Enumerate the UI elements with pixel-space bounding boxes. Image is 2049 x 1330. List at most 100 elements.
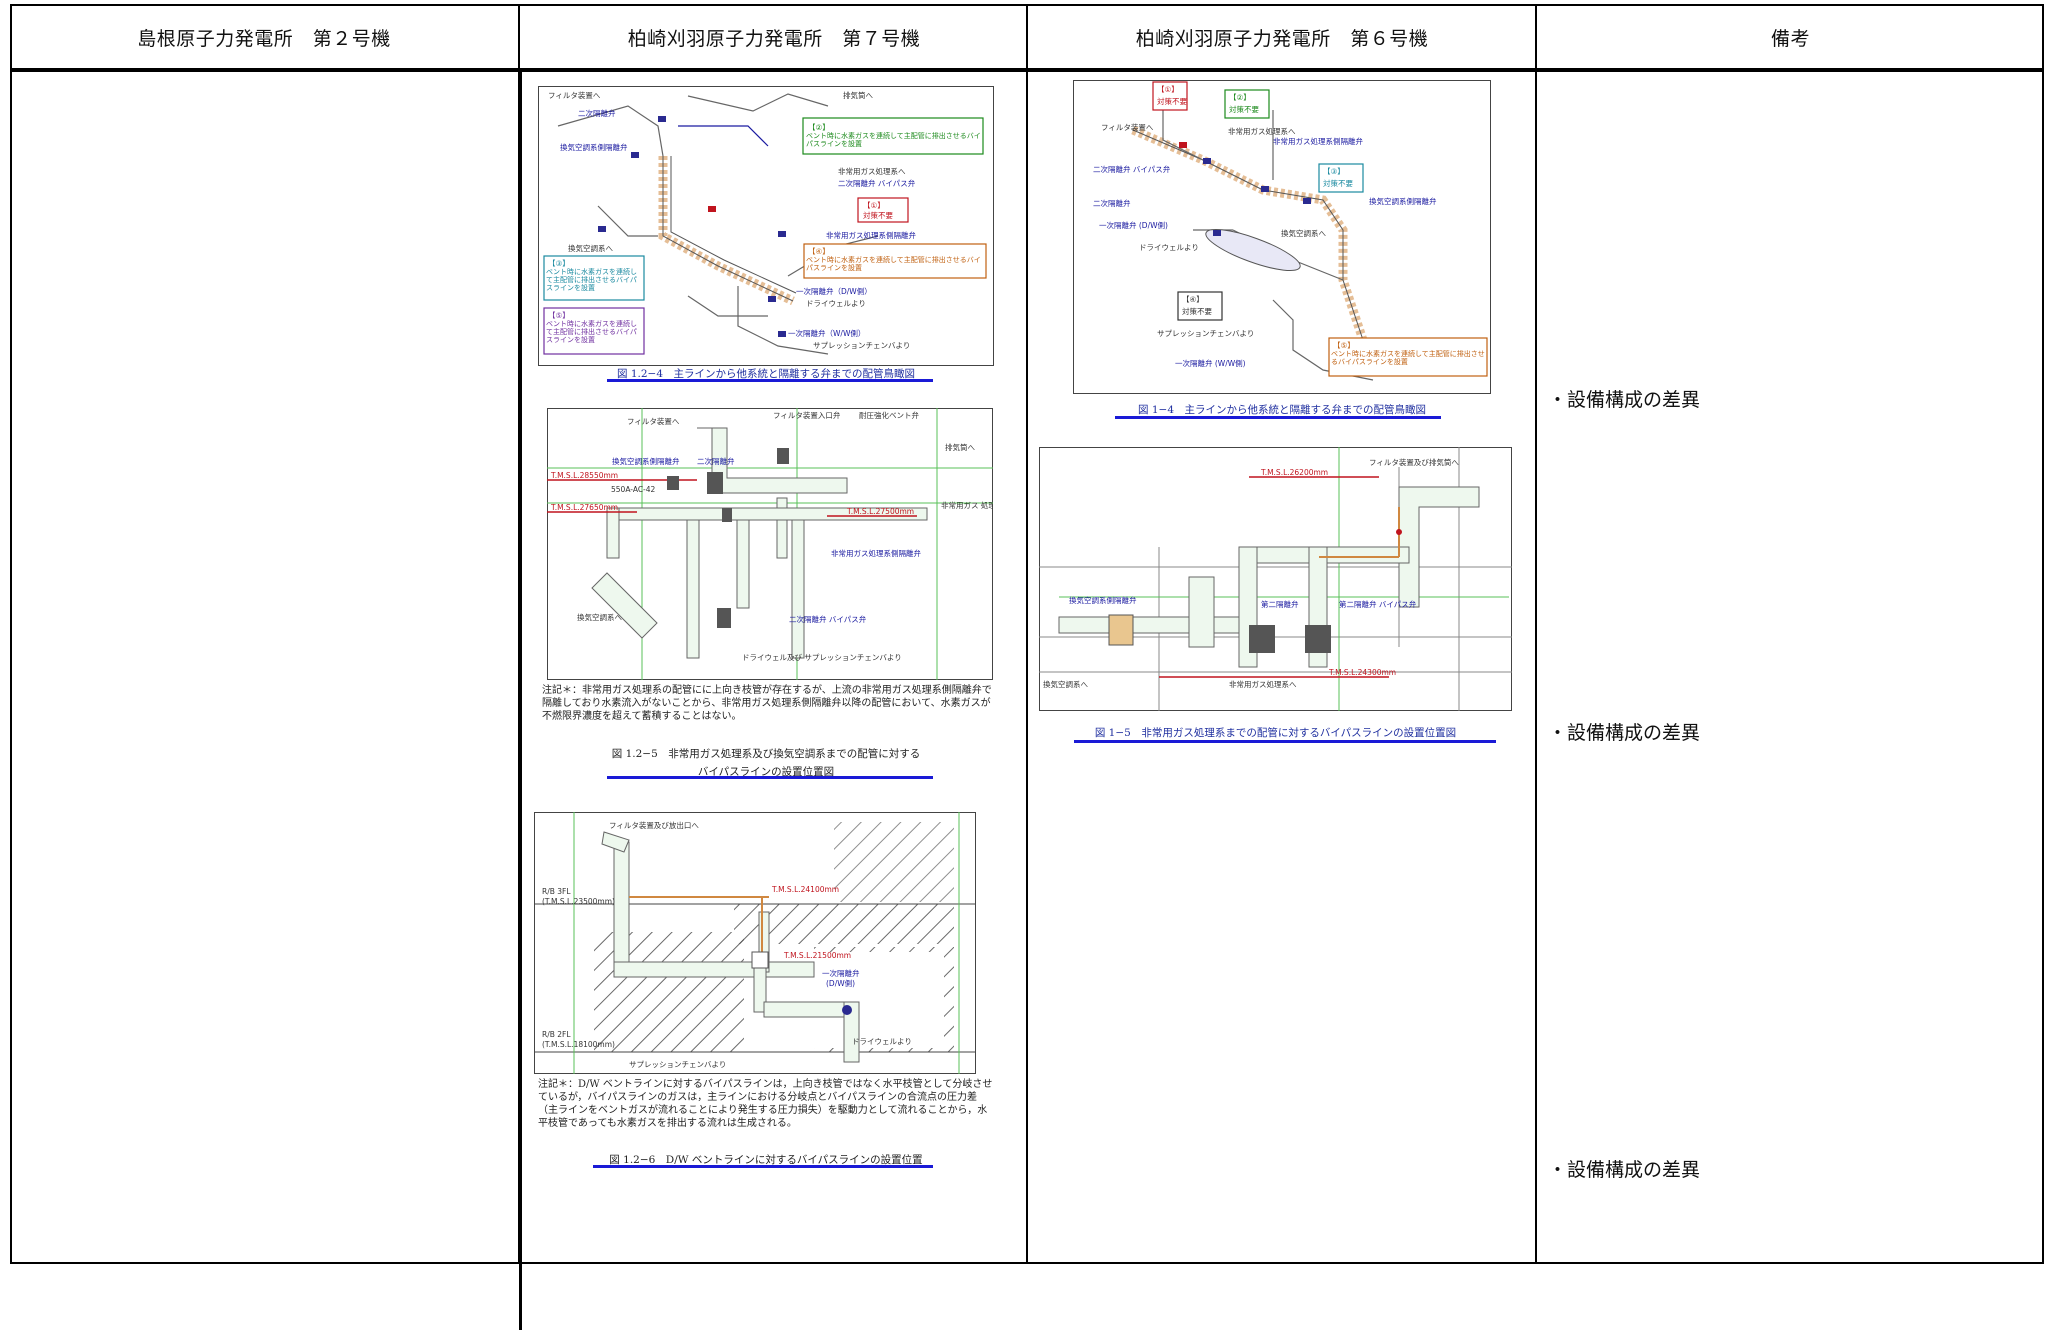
label-sgts: 非常用ガス処理系へ: [1228, 126, 1296, 136]
label-filter-exhaust: フィルタ装置及び排気筒へ: [1369, 457, 1459, 467]
caption-fig-1-4: 図 1−4 主ラインから他系統と隔離する弁までの配管鳥瞰図: [1138, 404, 1426, 416]
box-purple-title: 【⑤】: [548, 311, 570, 320]
caption-underline: [607, 776, 933, 779]
column-divider: [1026, 4, 1028, 1264]
caption-fig-1-2-6: 図 1.2−6 D/W ベントラインに対するバイパスラインの設置位置: [609, 1154, 923, 1166]
box-orange-text: ベント時に水素ガスを連続して主配管に排出させるバイパスラインを設置: [1331, 350, 1485, 366]
label-primary-isolation-side: (D/W側): [826, 978, 855, 988]
figure-kk6-sgts-bypass: フィルタ装置及び排気筒へ T.M.S.L.26200mm 換気空調系側隔離弁 第…: [1039, 447, 1512, 711]
box-cyan-text: 対策不要: [1323, 178, 1353, 188]
figure-kk6-piping-isometric: 【①】 対策不要 【②】 対策不要 【③】 対策不要 【④】 対策不要 【⑤】 …: [1073, 80, 1491, 394]
box-cyan-text: ベント時に水素ガスを連続して主配管に排出させるバイパスラインを設置: [546, 268, 637, 292]
label-secondary-isolation: 二次隔離弁: [578, 108, 616, 118]
label-tmsl-2: T.M.S.L.24300mm: [1328, 668, 1396, 677]
label-hvac-isolation: 換気空調系側隔離弁: [612, 456, 680, 466]
note-fig-1-2-6: 注記＊：D/W ベントラインに対するバイパスラインは，上向き枝管ではなく水平枝管…: [538, 1079, 993, 1129]
label-tmsl-2: T.M.S.L.21500mm: [783, 951, 851, 960]
label-filter: フィルタ装置へ: [627, 416, 680, 426]
label-pipe-size: 550A-AC-42: [611, 485, 656, 494]
box-orange-title: 【⑤】: [1333, 341, 1355, 350]
caption-fig-1-2-5-line2: バイパスラインの設置位置図: [697, 766, 835, 778]
label-filter: フィルタ装置へ: [548, 90, 601, 100]
remark-1: ・設備構成の差異: [1548, 389, 1701, 411]
caption-underline: [1115, 416, 1441, 419]
header-shimane-2: 島根原子力発電所 第２号機: [137, 27, 391, 50]
figure-kk7-piping-isometric: フィルタ装置へ 排気筒へ 二次隔離弁 換気空調系側隔離弁 換気空調系へ 非常用ガ…: [538, 86, 994, 366]
figure-kk7-sgts-bypass: フィルタ装置へ フィルタ装置入口弁 耐圧強化ベント弁 排気筒へ 換気空調系側隔離…: [547, 408, 993, 680]
label-tmsl-2: T.M.S.L.27650mm: [550, 503, 618, 512]
label-from-suppression: サプレッションチェンバより: [629, 1060, 726, 1069]
box-red-text: 対策不要: [1157, 96, 1187, 106]
column-divider-thick: [519, 70, 522, 1330]
label-hvac: 換気空調系へ: [1043, 679, 1088, 689]
label-sgts-isolation: 非常用ガス処理系側隔離弁: [831, 548, 921, 558]
label-hvac: 換気空調系へ: [577, 612, 622, 622]
caption-fig-1-5: 図 1−5 非常用ガス処理系までの配管に対するバイパスラインの設置位置図: [1094, 727, 1457, 739]
box-green-title: 【②】: [808, 123, 830, 132]
label-secondary-isolation: 二次隔離弁: [1093, 198, 1131, 208]
label-primary-ww: 一次隔離弁（W/W側）: [788, 328, 865, 338]
label-rb2fl: R/B 2FL: [542, 1030, 571, 1039]
box-red-title: 【①】: [863, 201, 885, 210]
label-primary-isolation: 一次隔離弁 (D/W側): [1099, 220, 1168, 230]
label-from-suppression: サプレッションチェンバより: [813, 341, 910, 350]
box-orange-text: ベント時に水素ガスを連続して主配管に排出させるバイパスラインを設置: [806, 256, 981, 272]
box-red-title: 【①】: [1157, 85, 1179, 94]
figure-kk7-dw-bypass: フィルタ装置及び放出口へ R/B 3FL (T.M.S.L.23500mm) T…: [534, 812, 976, 1074]
label-from-drywell: ドライウェルより: [1139, 243, 1199, 252]
label-exhaust: 排気筒へ: [945, 442, 975, 452]
label-filter-outlet: フィルタ装置及び放出口へ: [609, 820, 699, 830]
label-sgts-isolation: 非常用ガス処理系側隔離弁: [1273, 136, 1363, 146]
label-secondary-bypass: 二次隔離弁 バイパス弁: [1093, 164, 1171, 174]
box-cyan-title: 【③】: [548, 259, 570, 268]
box-orange-title: 【④】: [808, 247, 830, 256]
caption-underline: [1074, 740, 1496, 743]
label-hvac-isolation: 換気空調系側隔離弁: [1369, 196, 1437, 206]
caption-underline: [607, 379, 933, 382]
label-exhaust-stack: 排気筒へ: [843, 90, 873, 100]
box-cyan-title: 【③】: [1323, 167, 1345, 176]
label-pressure-vent: 耐圧強化ベント弁: [859, 410, 919, 420]
label-rb3fl-level: (T.M.S.L.23500mm): [542, 897, 615, 906]
table-header: 島根原子力発電所 第２号機 柏崎刈羽原子力発電所 第７号機 柏崎刈羽原子力発電所…: [10, 4, 2044, 70]
label-from-suppression: サプレッションチェンバより: [1157, 329, 1254, 338]
label-sgts-isolation: 非常用ガス処理系側隔離弁: [826, 230, 916, 240]
label-hvac: 換気空調系へ: [568, 243, 613, 253]
label-secondary-isolation: 第二隔離弁: [1261, 599, 1299, 609]
box-red-text: 対策不要: [863, 210, 893, 220]
label-secondary-bypass: 二次隔離弁 バイパス弁: [838, 178, 916, 188]
header-kk-7: 柏崎刈羽原子力発電所 第７号機: [627, 27, 921, 50]
label-sgts: 非常用ガス処理系へ: [838, 166, 906, 176]
label-tmsl-1: T.M.S.L.24100mm: [771, 885, 839, 894]
remark-2: ・設備構成の差異: [1548, 722, 1701, 744]
label-hvac-isolation: 換気空調系側隔離弁: [560, 142, 628, 152]
label-tmsl-1: T.M.S.L.28550mm: [550, 471, 618, 480]
label-primary-ww: 一次隔離弁 (W/W側): [1175, 358, 1246, 368]
label-secondary-bypass: 二次隔離弁 バイパス弁: [789, 614, 867, 624]
label-tmsl-1: T.M.S.L.26200mm: [1260, 468, 1328, 477]
caption-fig-1-2-5-line1: 図 1.2−5 非常用ガス処理系及び換気空調系までの配管に対する: [611, 748, 921, 760]
remark-3: ・設備構成の差異: [1548, 1159, 1701, 1181]
label-primary-isolation: 一次隔離弁: [822, 968, 860, 978]
label-secondary-isolation: 二次隔離弁: [697, 456, 735, 466]
caption-underline: [593, 1165, 933, 1168]
box-black-text: 対策不要: [1182, 306, 1212, 316]
header-kk-6: 柏崎刈羽原子力発電所 第６号機: [1135, 27, 1429, 50]
label-tmsl-3: T.M.S.L.27500mm: [846, 507, 914, 516]
caption-fig-1-2-4: 図 1.2−4 主ラインから他系統と隔離する弁までの配管鳥瞰図: [616, 368, 915, 380]
label-rb3fl: R/B 3FL: [542, 887, 571, 896]
label-sgts: 非常用ガス処理系へ: [1229, 679, 1297, 689]
box-green-text: ベント時に水素ガスを連続して主配管に排出させるバイパスラインを設置: [806, 132, 981, 148]
box-black-title: 【④】: [1182, 295, 1204, 304]
header-divider: [10, 68, 2044, 72]
label-sgts: 非常用ガス 処理系へ: [941, 500, 993, 510]
label-secondary-bypass: 第二隔離弁 バイパス弁: [1339, 599, 1417, 609]
box-green-title: 【②】: [1229, 93, 1251, 102]
label-hvac-isolation: 換気空調系側隔離弁: [1069, 595, 1137, 605]
note-fig-1-2-5: 注記＊：非常用ガス処理系の配管にに上向き枝管が存在するが、上流の非常用ガス処理系…: [542, 685, 992, 722]
label-filter: フィルタ装置へ: [1101, 122, 1154, 132]
label-hvac: 換気空調系へ: [1281, 228, 1326, 238]
box-green-text: 対策不要: [1229, 104, 1259, 114]
header-remarks: 備考: [1770, 27, 1810, 50]
column-divider: [1535, 4, 1537, 1264]
